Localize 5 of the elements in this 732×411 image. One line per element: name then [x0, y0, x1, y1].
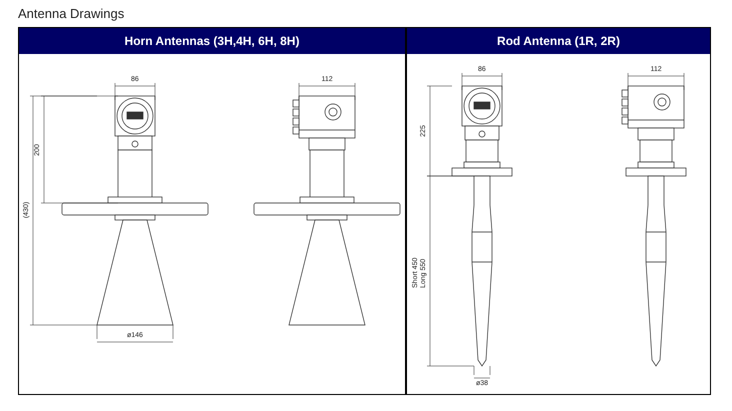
drawing-panel [18, 27, 406, 395]
drawing-panel [406, 27, 711, 395]
panel-header: Horn Antennas (3H,4H, 6H, 8H) [19, 28, 405, 54]
panel-header: Rod Antenna (1R, 2R) [407, 28, 710, 54]
page-title: Antenna Drawings [18, 6, 124, 21]
